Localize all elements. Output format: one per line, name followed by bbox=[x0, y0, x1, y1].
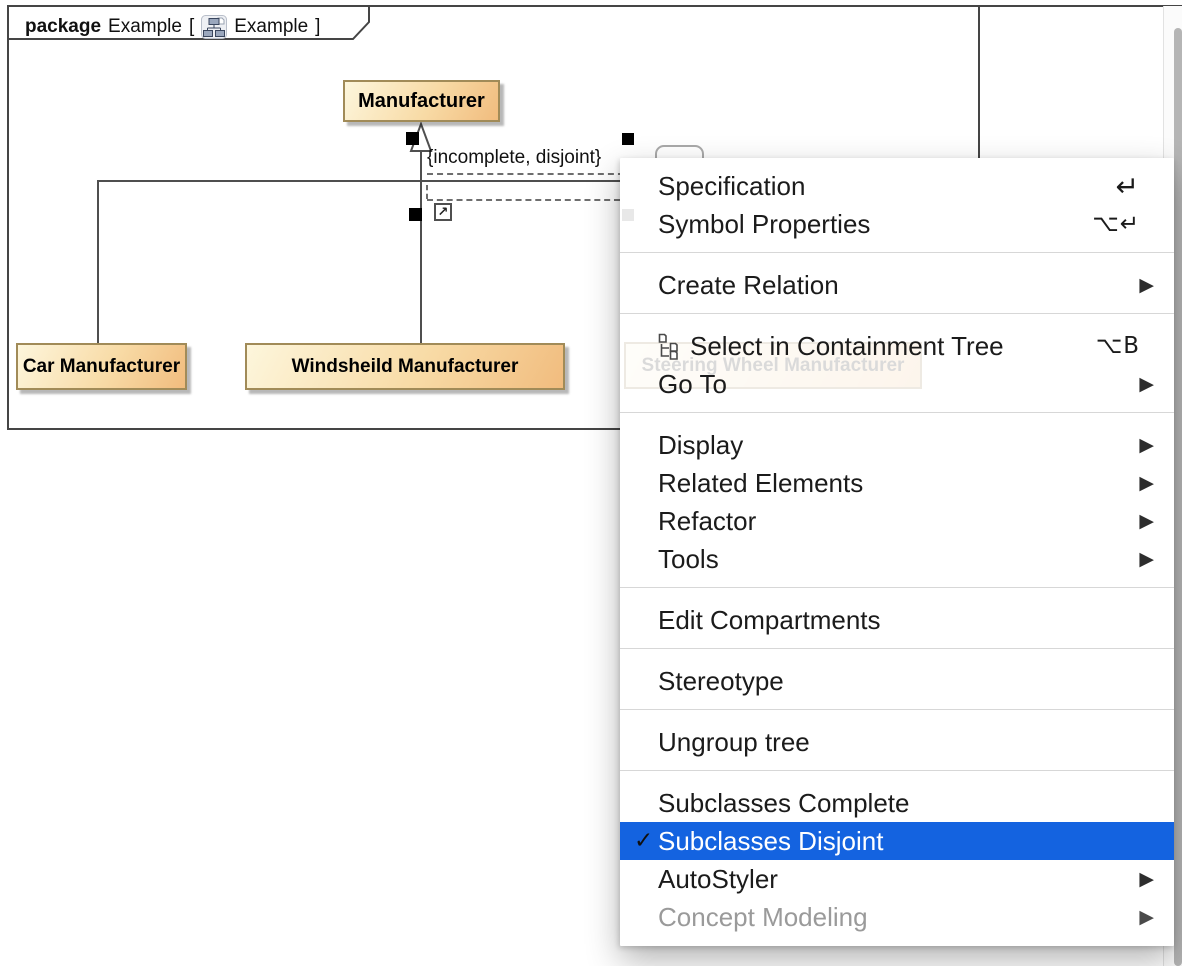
submenu-arrow-icon: ▶ bbox=[1139, 906, 1154, 928]
selection-dashed-line-top bbox=[427, 173, 634, 175]
package-frame-header[interactable]: package Example [ Example ] bbox=[7, 5, 373, 41]
option-return-shortcut: ⌥↵ bbox=[1092, 211, 1140, 237]
menu-item-specification[interactable]: Specification ↵ bbox=[620, 167, 1174, 205]
menu-item-refactor[interactable]: Refactor ▶ bbox=[620, 502, 1174, 540]
menu-item-symbol-properties[interactable]: Symbol Properties ⌥↵ bbox=[620, 205, 1174, 243]
menu-item-label: Ungroup tree bbox=[658, 726, 810, 757]
submenu-arrow-icon: ▶ bbox=[1139, 373, 1154, 395]
class-car-manufacturer[interactable]: Car Manufacturer bbox=[16, 343, 187, 390]
menu-separator bbox=[620, 770, 1174, 771]
option-b-shortcut: ⌥B bbox=[1095, 333, 1140, 359]
menu-item-label: Display bbox=[658, 429, 744, 460]
frame-header-shape bbox=[7, 5, 370, 40]
selection-handle-ghost bbox=[622, 209, 634, 221]
class-manufacturer[interactable]: Manufacturer bbox=[343, 80, 500, 122]
generalization-bus-line[interactable] bbox=[97, 180, 627, 182]
generalization-trunk-line[interactable] bbox=[420, 151, 422, 343]
selection-dashed-line-vertical bbox=[426, 185, 428, 199]
open-link-icon[interactable]: ↗ bbox=[434, 203, 452, 221]
frame-package-name: Example bbox=[108, 16, 182, 37]
menu-item-label: Create Relation bbox=[658, 269, 839, 300]
menu-item-go-to[interactable]: Go To ▶ bbox=[620, 365, 1174, 403]
menu-separator bbox=[620, 412, 1174, 413]
submenu-arrow-icon: ▶ bbox=[1139, 472, 1154, 494]
menu-item-autostyler[interactable]: AutoStyler ▶ bbox=[620, 860, 1174, 898]
menu-item-label: Go To bbox=[658, 368, 727, 399]
menu-item-ungroup-tree[interactable]: Ungroup tree bbox=[620, 723, 1174, 761]
class-windsheild-manufacturer[interactable]: Windsheild Manufacturer bbox=[245, 343, 565, 390]
menu-item-tools[interactable]: Tools ▶ bbox=[620, 540, 1174, 578]
menu-item-label: Related Elements bbox=[658, 467, 864, 498]
menu-separator bbox=[620, 648, 1174, 649]
selection-handle[interactable] bbox=[406, 132, 419, 145]
frame-open-bracket: [ bbox=[188, 16, 195, 37]
return-key-icon: ↵ bbox=[1115, 169, 1140, 203]
menu-item-label: Stereotype bbox=[658, 665, 784, 696]
menu-item-label: Concept Modeling bbox=[658, 901, 868, 932]
menu-item-label: Symbol Properties bbox=[658, 208, 871, 239]
submenu-arrow-icon: ▶ bbox=[1139, 434, 1154, 456]
menu-item-display[interactable]: Display ▶ bbox=[620, 426, 1174, 464]
menu-item-concept-modeling: Concept Modeling ▶ bbox=[620, 898, 1174, 936]
context-menu: Steering Wheel Manufacturer Specificatio… bbox=[620, 158, 1174, 946]
menu-item-label: AutoStyler bbox=[658, 863, 778, 894]
menu-item-label: Specification bbox=[658, 170, 806, 201]
menu-item-label: Edit Compartments bbox=[658, 604, 881, 635]
checkmark-icon: ✓ bbox=[634, 828, 654, 854]
submenu-arrow-icon: ▶ bbox=[1139, 548, 1154, 570]
frame-top-border bbox=[978, 5, 1182, 7]
menu-item-label: Refactor bbox=[658, 505, 757, 536]
menu-item-subclasses-disjoint[interactable]: ✓ Subclasses Disjoint bbox=[620, 822, 1174, 860]
selection-handle[interactable] bbox=[409, 208, 422, 221]
submenu-arrow-icon: ▶ bbox=[1139, 510, 1154, 532]
selection-handle[interactable] bbox=[622, 133, 634, 145]
generalization-constraint-label[interactable]: {incomplete, disjoint} bbox=[427, 147, 602, 168]
menu-separator bbox=[620, 313, 1174, 314]
menu-separator bbox=[620, 709, 1174, 710]
generalization-branch-car[interactable] bbox=[97, 180, 99, 343]
selection-dashed-line-bottom bbox=[427, 199, 620, 201]
submenu-arrow-icon: ▶ bbox=[1139, 868, 1154, 890]
menu-item-label: Select in Containment Tree bbox=[690, 330, 1004, 361]
frame-keyword: package bbox=[25, 16, 102, 37]
menu-item-select-in-containment-tree[interactable]: Select in Containment Tree ⌥B bbox=[620, 327, 1174, 365]
menu-item-create-relation[interactable]: Create Relation ▶ bbox=[620, 266, 1174, 304]
containment-tree-icon bbox=[658, 333, 678, 360]
menu-item-label: Tools bbox=[658, 543, 719, 574]
menu-item-label: Subclasses Complete bbox=[658, 787, 910, 818]
menu-item-edit-compartments[interactable]: Edit Compartments bbox=[620, 601, 1174, 639]
menu-item-subclasses-complete[interactable]: Subclasses Complete bbox=[620, 784, 1174, 822]
vertical-scrollbar-thumb[interactable] bbox=[1174, 28, 1182, 966]
frame-header-text: package Example [ Example ] bbox=[25, 15, 320, 39]
menu-separator bbox=[620, 587, 1174, 588]
submenu-arrow-icon: ▶ bbox=[1139, 274, 1154, 296]
frame-diagram-name: Example bbox=[234, 16, 309, 37]
frame-close-bracket: ] bbox=[315, 16, 321, 37]
menu-item-stereotype[interactable]: Stereotype bbox=[620, 662, 1174, 700]
package-diagram-icon bbox=[201, 15, 228, 39]
menu-separator bbox=[620, 252, 1174, 253]
menu-item-label: Subclasses Disjoint bbox=[658, 825, 884, 856]
menu-item-related-elements[interactable]: Related Elements ▶ bbox=[620, 464, 1174, 502]
